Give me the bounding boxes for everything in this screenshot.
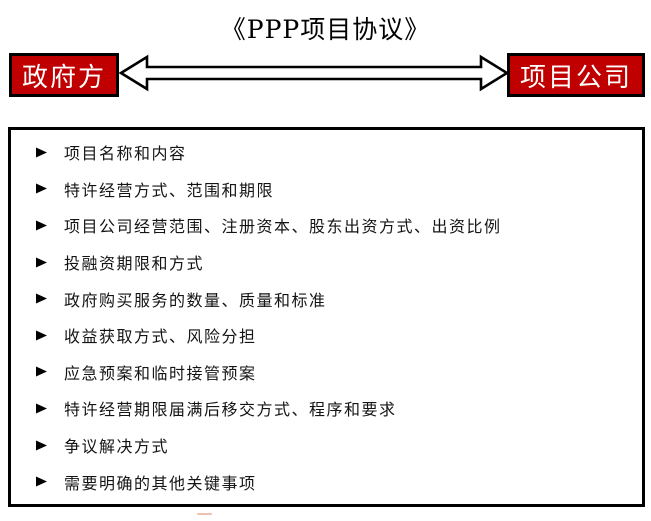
list-item-text: 争议解决方式	[64, 437, 170, 457]
right-arrowhead-bullet-icon	[35, 182, 48, 195]
list-item: 项目名称和内容	[35, 134, 632, 171]
list-item: 收益获取方式、风险分担	[35, 317, 632, 354]
list-item-text: 投融资期限和方式	[64, 254, 205, 274]
right-arrowhead-bullet-icon	[35, 146, 48, 159]
list-item: 项目公司经营范围、注册资本、股东出资方式、出资比例	[35, 207, 632, 244]
right-arrowhead-bullet-icon	[35, 329, 48, 342]
list-item-text: 项目名称和内容	[64, 144, 187, 164]
government-party-label: 政府方	[21, 62, 106, 93]
double-headed-arrow-icon	[118, 53, 510, 95]
list-item-text: 特许经营方式、范围和期限	[64, 180, 275, 200]
list-item: 需要明确的其他关键事项	[35, 463, 632, 500]
list-item: 应急预案和临时接管预案	[35, 354, 632, 391]
cropped-edge-artifact	[197, 513, 212, 515]
list-item-text: 项目公司经营范围、注册资本、股东出资方式、出资比例	[64, 217, 502, 237]
government-party-box: 政府方	[9, 53, 119, 97]
list-item: 特许经营期限届满后移交方式、程序和要求	[35, 390, 632, 427]
list-item: 特许经营方式、范围和期限	[35, 171, 632, 208]
list-item-text: 政府购买服务的数量、质量和标准	[64, 290, 327, 310]
project-company-label: 项目公司	[519, 62, 632, 93]
list-item: 投融资期限和方式	[35, 244, 632, 281]
right-arrowhead-bullet-icon	[35, 292, 48, 305]
diagram-title: 《PPP项目协议》	[220, 15, 431, 44]
list-item-text: 收益获取方式、风险分担	[64, 327, 257, 347]
list-item-text: 特许经营期限届满后移交方式、程序和要求	[64, 400, 397, 420]
list-item: 争议解决方式	[35, 427, 632, 464]
right-arrowhead-bullet-icon	[35, 219, 48, 232]
right-arrowhead-bullet-icon	[35, 256, 48, 269]
project-company-box: 项目公司	[507, 53, 645, 97]
list-item-text: 需要明确的其他关键事项	[64, 473, 257, 493]
list-item: 政府购买服务的数量、质量和标准	[35, 280, 632, 317]
right-arrowhead-bullet-icon	[35, 365, 48, 378]
right-arrowhead-bullet-icon	[35, 402, 48, 415]
agreement-items-panel: 项目名称和内容 特许经营方式、范围和期限 项目公司经营范围、注册资本、股东出资方…	[8, 127, 645, 507]
list-item-text: 应急预案和临时接管预案	[64, 363, 257, 383]
right-arrowhead-bullet-icon	[35, 439, 48, 452]
right-arrowhead-bullet-icon	[35, 475, 48, 488]
